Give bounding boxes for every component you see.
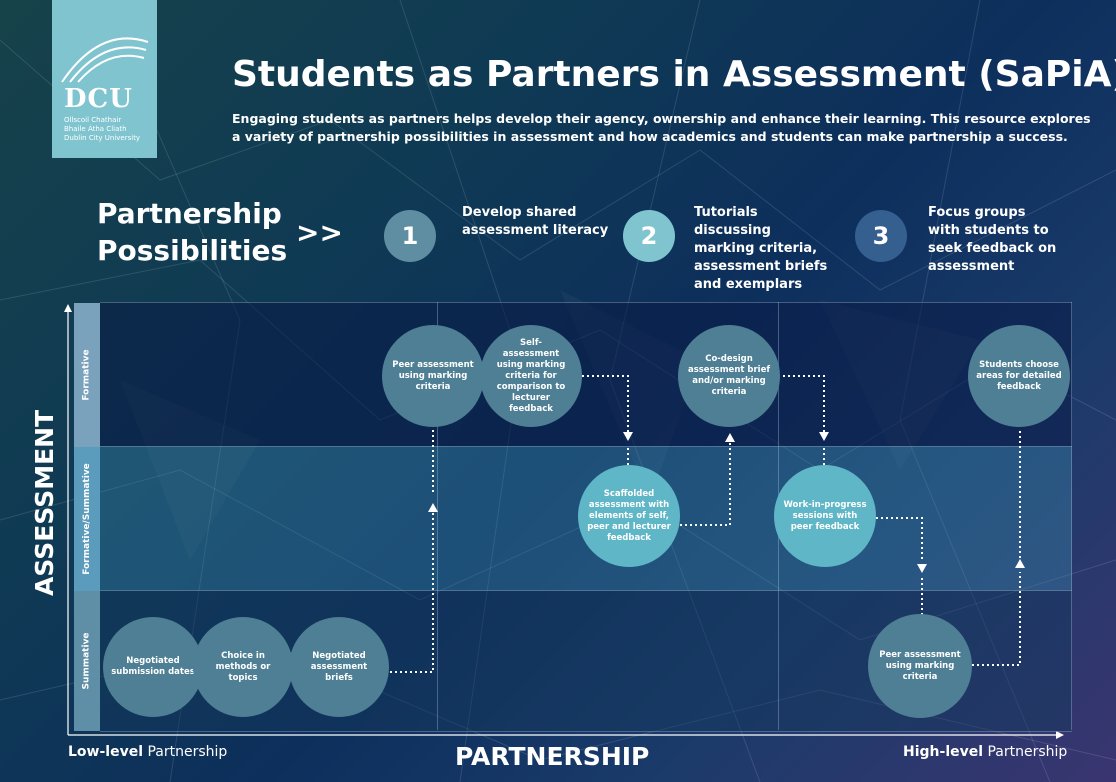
node-co-design: Co-design assessment brief and/or markin…	[678, 325, 780, 427]
y-axis-label: ASSESSMENT	[30, 409, 59, 596]
logo-line-1: Ollscoil Chathair	[64, 116, 122, 124]
logo-line-3: Dublin City University	[64, 134, 141, 142]
step-2-text: Tutorials discussing marking criteria, a…	[694, 205, 828, 292]
row-label-formative: Formative	[74, 303, 100, 447]
node-peer-assessment-formative: Peer assessment using marking criteria	[382, 325, 484, 427]
row-label-formative-summative-text: Formative/Summative	[82, 463, 93, 575]
row-formative: Formative	[74, 302, 1072, 447]
step-3-text: Focus groups with students to seek feedb…	[928, 205, 1057, 274]
logo-subtext: Ollscoil Chathair Bhaile Átha Cliath Dub…	[64, 116, 140, 143]
step-1-text: Develop shared assessment literacy	[462, 205, 609, 238]
page-subtitle: Engaging students as partners helps deve…	[232, 111, 1091, 144]
dcu-logo: DCU Ollscoil Chathair Bhaile Átha Cliath…	[52, 0, 157, 158]
node-peer-assessment-summative: Peer assessment using marking criteria	[868, 614, 972, 718]
x-axis-label: PARTNERSHIP	[455, 742, 650, 771]
high-partnership-label: High-level Partnership	[903, 744, 1067, 760]
possibilities-heading: Partnership Possibilities	[97, 195, 287, 269]
node-negotiated-assessment-briefs: Negotiated assessment briefs	[289, 617, 389, 717]
low-label-rest: Partnership	[143, 744, 228, 760]
node-work-in-progress: Work-in-progress sessions with peer feed…	[774, 465, 876, 567]
grid-divider	[1071, 302, 1072, 730]
row-label-summative-text: Summative	[82, 632, 93, 690]
node-self-assessment: Self-assessment using marking criteria f…	[480, 325, 582, 427]
step-2-number: 2	[623, 210, 675, 262]
node-negotiated-submission-dates: Negotiated submission dates	[103, 617, 203, 717]
low-label-bold: Low-level	[68, 744, 143, 760]
row-label-formative-text: Formative	[82, 349, 92, 401]
logo-line-2: Bhaile Átha Cliath	[64, 125, 127, 133]
node-students-choose-areas: Students choose areas for detailed feedb…	[968, 325, 1070, 427]
node-scaffolded-assessment: Scaffolded assessment with elements of s…	[578, 465, 680, 567]
page-title: Students as Partners in Assessment (SaPi…	[232, 54, 1116, 95]
grid-divider	[437, 302, 438, 730]
possibilities-heading-line2: Possibilities	[97, 234, 288, 267]
logo-wordmark: DCU	[64, 84, 133, 114]
row-label-formative-summative: Formative/Summative	[74, 447, 100, 591]
high-label-bold: High-level	[903, 744, 984, 760]
chevron-icon: >>	[296, 216, 343, 249]
row-label-summative: Summative	[74, 591, 100, 731]
step-3-number: 3	[855, 210, 907, 262]
logo-arc-icon	[61, 37, 149, 83]
step-1-number: 1	[384, 210, 436, 262]
possibilities-heading-line1: Partnership	[97, 197, 282, 230]
high-label-rest: Partnership	[983, 744, 1068, 760]
node-choice-in-methods: Choice in methods or topics	[193, 617, 293, 717]
low-partnership-label: Low-level Partnership	[68, 744, 227, 760]
